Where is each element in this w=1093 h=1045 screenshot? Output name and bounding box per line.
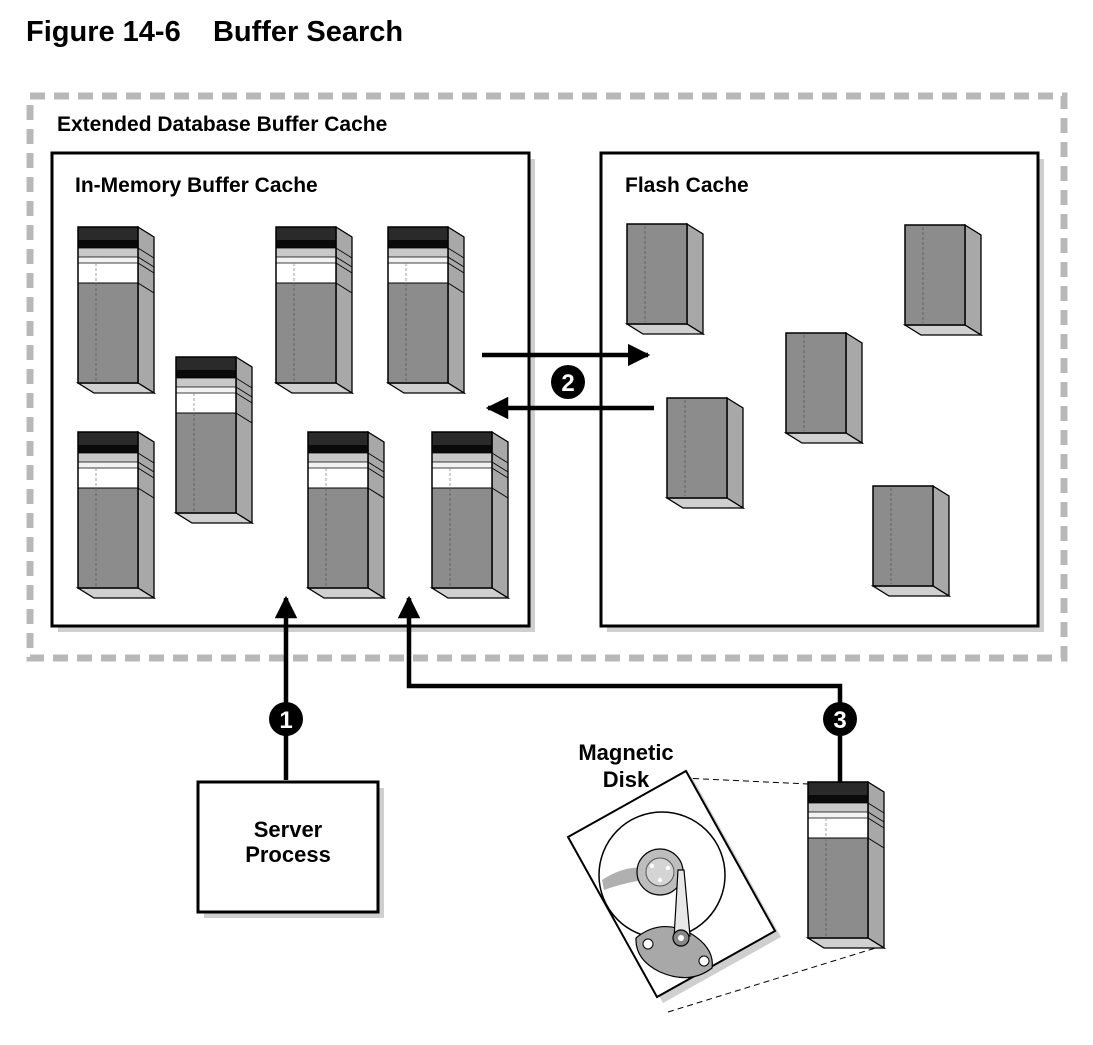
server-process-box: [196, 780, 380, 914]
callout-line-top: [682, 777, 809, 785]
extended-cache-label: Extended Database Buffer Cache: [57, 113, 387, 136]
extended-cache-region: [26, 92, 1068, 662]
memory-buffer-block: [275, 226, 353, 394]
memory-buffer-block: [431, 431, 509, 599]
step-1-number: 1: [279, 707, 292, 734]
flash-buffer-block: [904, 224, 982, 336]
server-process-label-line1: Server: [254, 817, 323, 842]
server-process-label-line2: Process: [245, 842, 331, 867]
flash-buffer-block: [666, 397, 744, 509]
callout-line-bottom: [667, 945, 883, 1013]
step-3-number: 3: [833, 707, 846, 734]
memory-buffer-block: [307, 431, 385, 599]
memory-buffer-block: [77, 431, 155, 599]
magnetic-disk-icon: [566, 769, 781, 1003]
figure-title: Figure 14-6 Buffer Search: [26, 16, 404, 48]
in-memory-cache-label: In-Memory Buffer Cache: [75, 174, 318, 197]
step-2-badge: [551, 365, 585, 399]
flash-buffer-block: [785, 332, 863, 444]
flash-buffer-block: [872, 485, 950, 597]
magnetic-disk-label-line2: Disk: [603, 767, 650, 792]
flash-buffer-block: [626, 223, 704, 335]
memory-buffer-block: [387, 226, 465, 394]
memory-buffer-block: [77, 226, 155, 394]
magnetic-disk-label-line1: Magnetic: [578, 740, 673, 765]
step-1-badge: [269, 702, 303, 736]
flash-cache-label: Flash Cache: [625, 174, 749, 197]
memory-buffer-block: [175, 356, 253, 524]
step-3-badge: [823, 702, 857, 736]
disk-buffer-block: [807, 781, 885, 949]
step-2-number: 2: [561, 370, 574, 397]
